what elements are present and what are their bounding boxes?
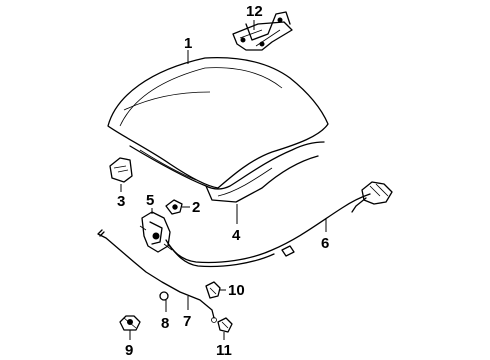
callout-1: 1 xyxy=(184,35,192,52)
cable-clip-part xyxy=(205,281,221,299)
hood-release-cable-part xyxy=(165,181,393,268)
callout-8: 8 xyxy=(161,315,169,332)
callout-6: 6 xyxy=(321,235,329,252)
rod-retainer-part xyxy=(119,315,141,331)
callout-7: 7 xyxy=(183,313,191,330)
hood-latch-part xyxy=(139,211,173,253)
callout-2: 2 xyxy=(192,199,200,216)
callout-10: 10 xyxy=(228,282,245,299)
callout-9: 9 xyxy=(125,342,133,359)
rod-clip-part xyxy=(217,317,233,333)
hood-prop-rod-part xyxy=(97,229,217,323)
callout-11: 11 xyxy=(216,342,232,359)
callout-5: 5 xyxy=(146,192,154,209)
rod-bushing-part xyxy=(159,291,169,301)
hood-clip-part xyxy=(165,199,183,215)
callouts: 1 12 3 2 5 4 6 10 7 8 9 11 xyxy=(117,3,329,359)
leader-lines xyxy=(120,20,327,340)
hood-panel-part xyxy=(107,56,329,203)
hood-bumper-part xyxy=(109,157,133,183)
hood-hinge-part xyxy=(232,11,293,51)
callout-4: 4 xyxy=(232,227,241,244)
callout-3: 3 xyxy=(117,193,125,210)
callout-12: 12 xyxy=(246,3,263,20)
